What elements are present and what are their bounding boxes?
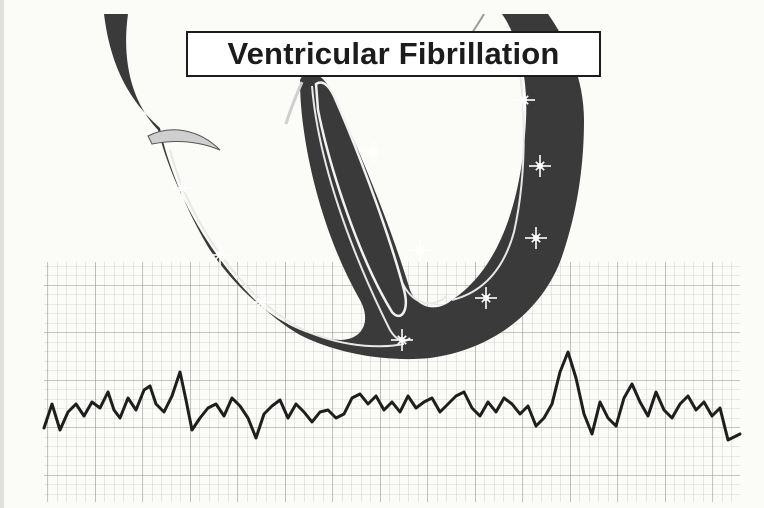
valve-leaflet-left	[148, 130, 220, 150]
title-box: Ventricular Fibrillation	[186, 31, 601, 77]
spark-icon	[363, 141, 385, 163]
scan-edge	[0, 0, 4, 508]
spark-icon	[171, 177, 193, 199]
valve-leaflet-center	[286, 82, 302, 124]
page-title: Ventricular Fibrillation	[227, 36, 559, 72]
spark-icon	[409, 239, 431, 261]
